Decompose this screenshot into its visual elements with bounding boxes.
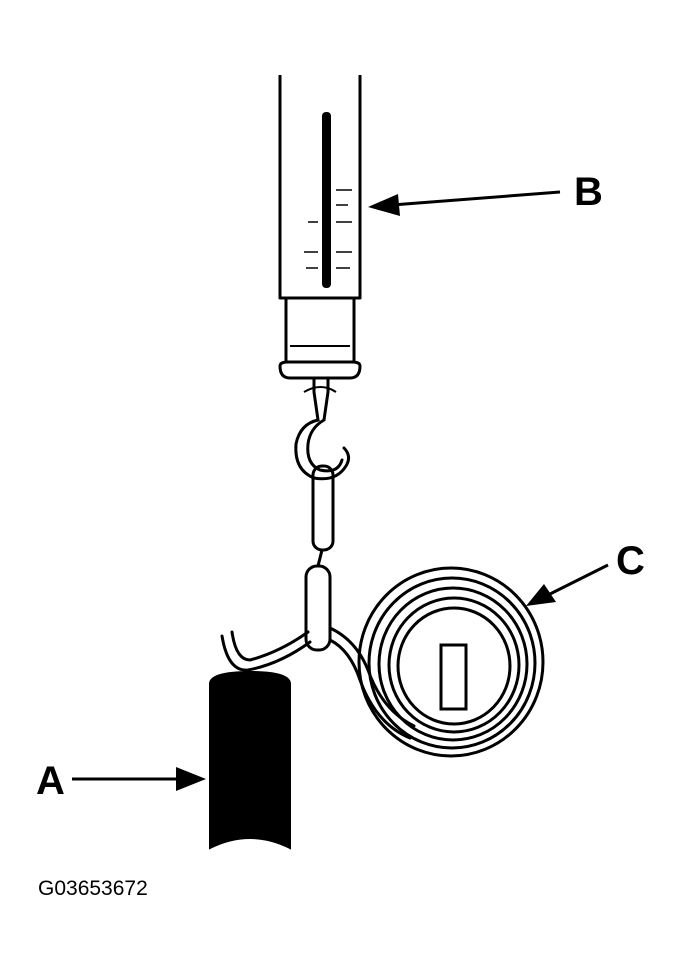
coil-spring bbox=[357, 566, 545, 758]
figure-id: G03653672 bbox=[38, 877, 148, 900]
cylinder-a bbox=[209, 670, 291, 850]
label-b: B bbox=[574, 170, 603, 214]
spring-arbor bbox=[439, 643, 468, 711]
label-c: C bbox=[616, 539, 645, 583]
spring-scale bbox=[278, 75, 362, 393]
arrow-b bbox=[368, 190, 561, 216]
arrow-c bbox=[526, 563, 609, 606]
label-a: A bbox=[36, 759, 65, 803]
scale-graduations bbox=[304, 189, 352, 269]
arrow-a bbox=[72, 767, 206, 791]
spring-end-hook bbox=[304, 464, 335, 652]
callout-arrows bbox=[72, 190, 609, 791]
scale-indicator-slot bbox=[322, 112, 331, 288]
